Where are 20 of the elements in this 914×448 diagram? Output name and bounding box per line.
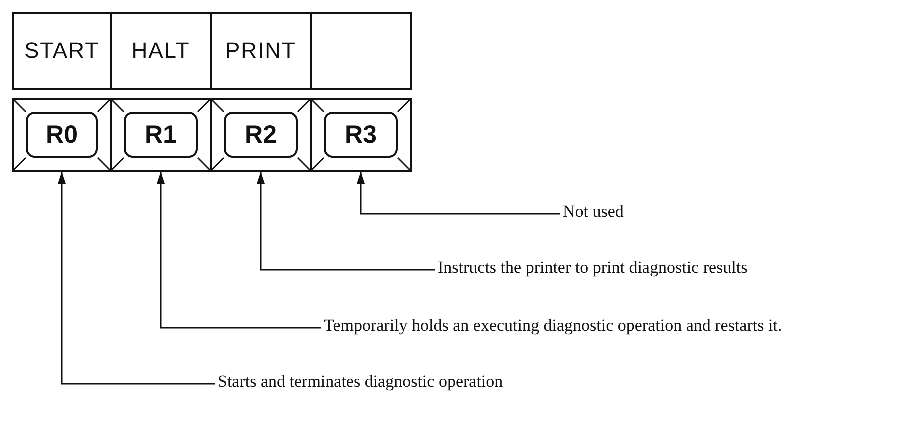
key-frame <box>12 98 112 172</box>
leader-line <box>257 172 435 271</box>
callout-text: Temporarily holds an executing diagnostic operation and restarts it. <box>324 316 782 336</box>
key-legend: PRINT <box>210 12 312 90</box>
callout-text: Not used <box>563 202 624 222</box>
key-frame <box>310 98 412 172</box>
leader-line <box>157 172 321 329</box>
leader-line <box>357 172 560 215</box>
key-cap: R2 <box>224 112 298 158</box>
key-frame <box>110 98 212 172</box>
key-cap: R0 <box>26 112 98 158</box>
key-legend: HALT <box>110 12 212 90</box>
blank-legend-box <box>310 12 412 90</box>
callout-text: Starts and terminates diagnostic operation <box>218 372 504 392</box>
key-cap: R3 <box>324 112 398 158</box>
leader-line <box>58 172 215 385</box>
callout-text: Instructs the printer to print diagnostic results <box>438 258 748 278</box>
key-frame <box>210 98 312 172</box>
key-legend: START <box>12 12 112 90</box>
key-cap: R1 <box>124 112 198 158</box>
